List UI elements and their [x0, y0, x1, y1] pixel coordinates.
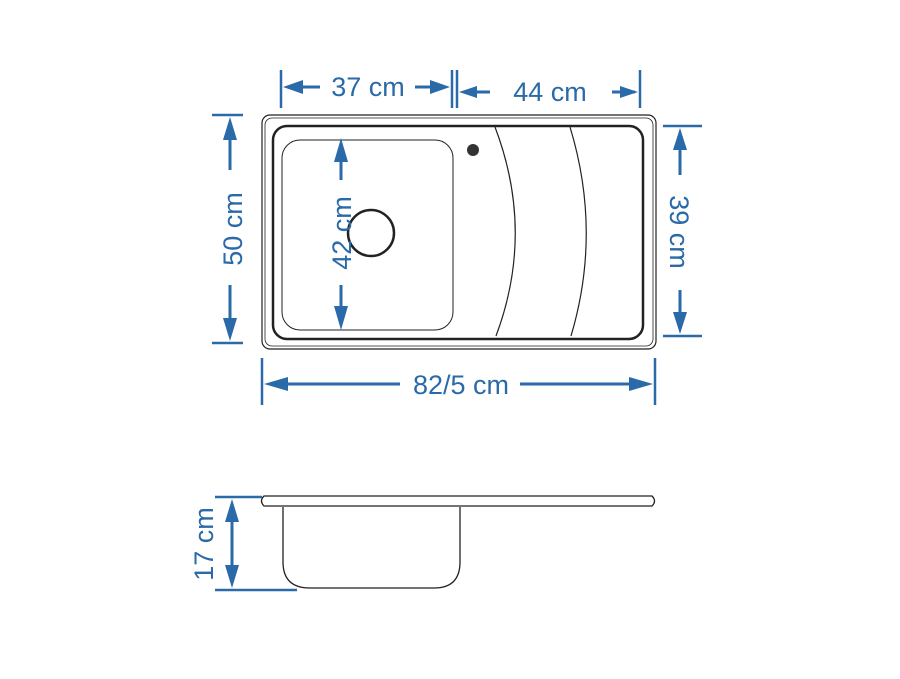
dimension-bowl-height: 17 cm: [189, 495, 297, 592]
faucet-hole: [467, 144, 479, 156]
dimension-bowl-width: 37 cm: [279, 70, 454, 108]
sink-bowl: [281, 139, 454, 331]
svg-text:42 cm: 42 cm: [327, 196, 357, 270]
svg-text:39 cm: 39 cm: [664, 195, 694, 269]
drainboard-groove: [569, 126, 587, 337]
drain-hole: [346, 208, 396, 258]
svg-text:44 cm: 44 cm: [513, 77, 587, 107]
dimension-total-width: 82/5 cm: [260, 358, 657, 405]
svg-text:17 cm: 17 cm: [189, 507, 219, 581]
svg-text:50 cm: 50 cm: [218, 192, 248, 266]
dimension-total-depth: 50 cm: [212, 113, 248, 345]
sink-side-view: [260, 495, 656, 589]
drainboard-groove: [494, 126, 516, 337]
svg-text:37 cm: 37 cm: [331, 72, 405, 102]
dimension-bowl-depth: 42 cm: [327, 138, 357, 330]
svg-text:82/5 cm: 82/5 cm: [413, 370, 509, 400]
dimension-drainboard-width: 44 cm: [455, 70, 642, 108]
dimension-inner-depth: 39 cm: [663, 124, 702, 338]
sink-top-view: [261, 114, 657, 350]
